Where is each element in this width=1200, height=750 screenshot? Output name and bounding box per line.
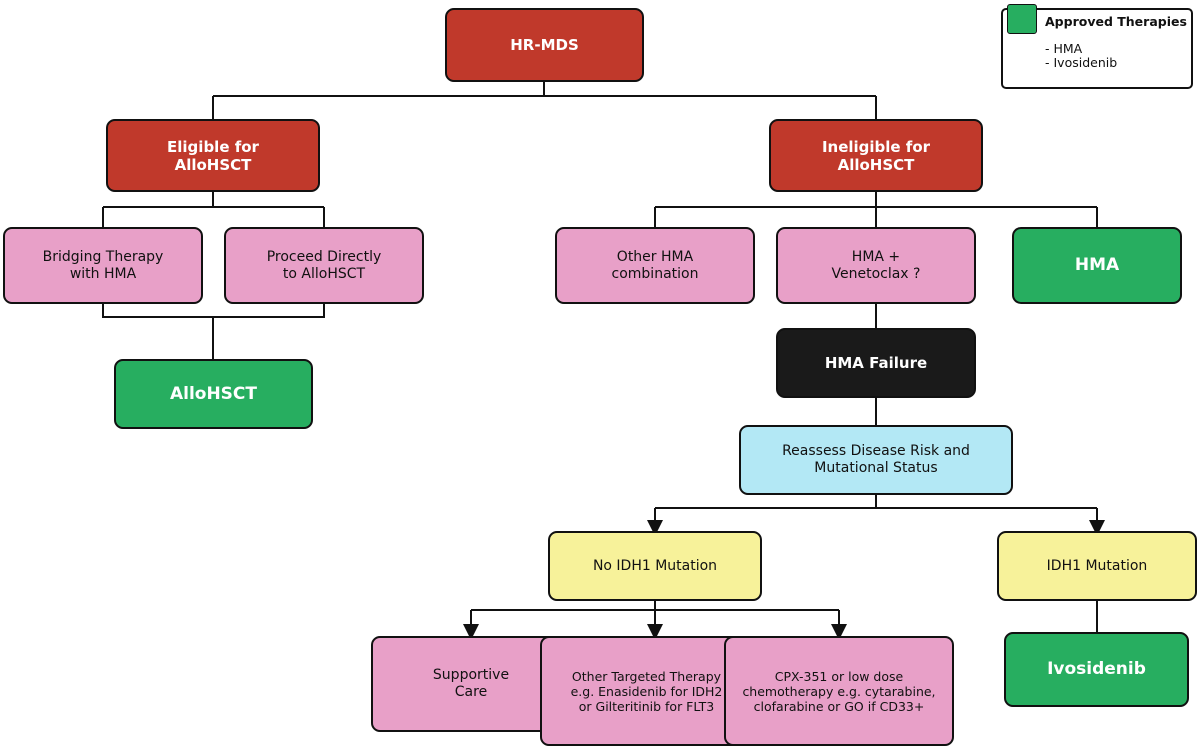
- node-bridging-therapy: Bridging Therapy with HMA: [3, 227, 203, 304]
- node-hma-failure: HMA Failure: [776, 328, 976, 398]
- node-other-targeted-therapy: Other Targeted Therapy e.g. Enasidenib f…: [540, 636, 753, 746]
- node-ivosidenib: Ivosidenib: [1004, 632, 1189, 707]
- node-reassess-risk: Reassess Disease Risk and Mutational Sta…: [739, 425, 1013, 495]
- connector-reassess: [655, 494, 1097, 509]
- connector-no-idh1: [471, 600, 839, 611]
- connector-allohsct: [102, 303, 325, 359]
- node-hr-mds: HR-MDS: [445, 8, 644, 82]
- connector-eligible: [102, 192, 325, 227]
- node-allohsct: AlloHSCT: [114, 359, 313, 429]
- legend-items: - HMA - Ivosidenib: [1045, 42, 1117, 70]
- connector-hrmds: [212, 82, 877, 119]
- connector-ineligible: [654, 192, 1098, 227]
- node-proceed-directly: Proceed Directly to AlloHSCT: [224, 227, 424, 304]
- node-no-idh1-mutation: No IDH1 Mutation: [548, 531, 762, 601]
- legend-title: Approved Therapies: [1045, 14, 1187, 29]
- legend-item-hma: - HMA: [1045, 41, 1083, 56]
- node-hma-venetoclax: HMA + Venetoclax ?: [776, 227, 976, 304]
- legend-swatch-approved: [1007, 4, 1037, 34]
- node-other-hma-combination: Other HMA combination: [555, 227, 755, 304]
- node-cpx-351: CPX-351 or low dose chemotherapy e.g. cy…: [724, 636, 954, 746]
- legend-item-ivosidenib: - Ivosidenib: [1045, 55, 1118, 70]
- node-hma: HMA: [1012, 227, 1182, 304]
- node-eligible-allohsct: Eligible for AlloHSCT: [106, 119, 320, 192]
- node-ineligible-allohsct: Ineligible for AlloHSCT: [769, 119, 983, 192]
- legend-box: Approved Therapies - HMA - Ivosidenib: [1001, 4, 1193, 89]
- node-idh1-mutation: IDH1 Mutation: [997, 531, 1197, 601]
